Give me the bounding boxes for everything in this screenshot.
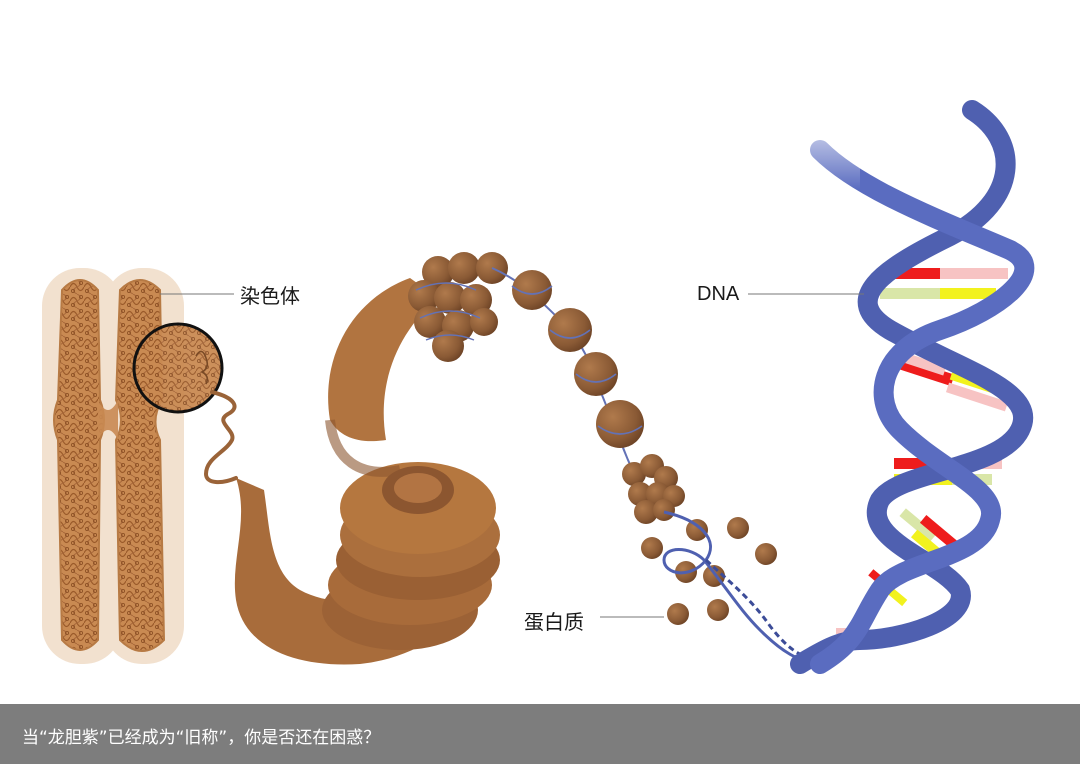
histone-octamer xyxy=(622,454,685,524)
magnifier-circle xyxy=(132,322,224,414)
protein-label: 蛋白质 xyxy=(524,610,584,634)
dna-label: DNA xyxy=(697,283,740,305)
dna-double-helix xyxy=(790,100,1035,674)
nucleosome-cluster xyxy=(408,252,508,362)
beads-on-string xyxy=(491,267,644,487)
caption-text: 当“龙胆紫”已经成为“旧称”，你是否还在困惑？ xyxy=(22,728,381,748)
caption-bar: 当“龙胆紫”已经成为“旧称”，你是否还在困惑？ xyxy=(0,704,1080,764)
chromosome-to-dna-diagram: 染色体 DNA 蛋白质 xyxy=(42,100,1035,674)
chromosome-label: 染色体 xyxy=(240,284,300,308)
chromatin-fiber xyxy=(203,390,238,485)
free-proteins xyxy=(641,517,777,625)
coiled-chromatin xyxy=(234,278,500,665)
